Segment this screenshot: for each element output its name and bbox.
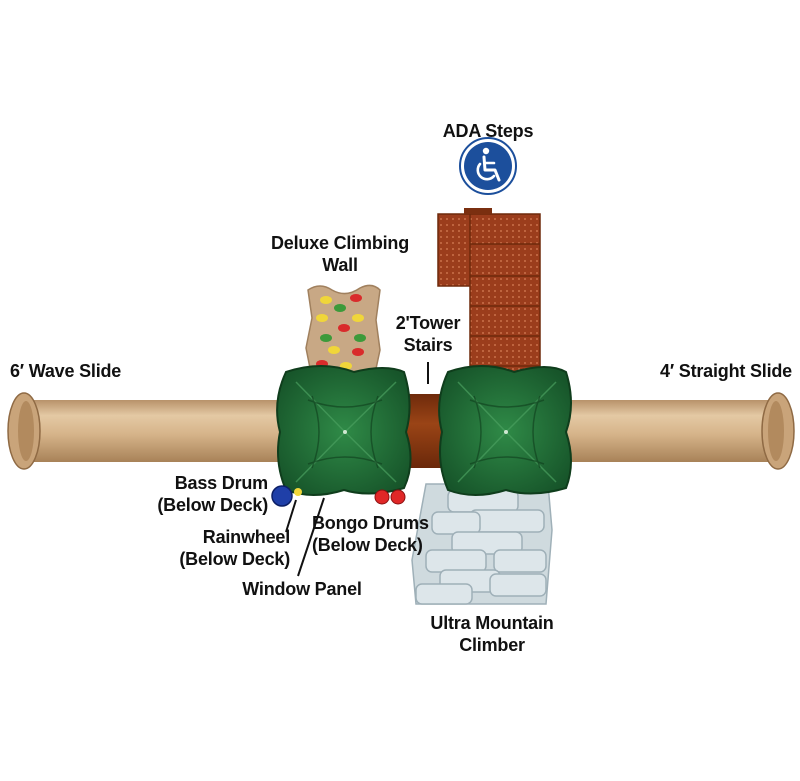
rainwheel	[294, 488, 302, 496]
wave-slide	[7, 392, 294, 470]
climbing-holds	[316, 294, 366, 370]
label-wave-slide: 6′ Wave Slide	[10, 361, 122, 381]
ada-steps	[437, 208, 541, 391]
label-ultra-mountain-climber: Ultra Mountain Climber	[430, 613, 554, 655]
label-ada-steps: ADA Steps	[442, 121, 534, 141]
bass-drum	[271, 485, 293, 507]
label-bongo-drums: Bongo Drums (Below Deck)	[312, 513, 429, 555]
leader-lines	[285, 362, 429, 577]
label-deluxe-climbing-wall: Deluxe Climbing Wall	[270, 233, 410, 275]
climbing-wall	[305, 284, 381, 379]
bongo-drums	[374, 489, 406, 505]
label-bass-drum: Bass Drum (Below Deck)	[157, 473, 268, 515]
wheelchair-icon	[459, 137, 517, 195]
right-tower-roof	[438, 365, 572, 496]
label-straight-slide: 4′ Straight Slide	[660, 361, 792, 381]
left-tower-roof	[276, 365, 412, 496]
label-rainwheel: Rainwheel (Below Deck)	[179, 527, 290, 569]
straight-slide	[540, 392, 795, 470]
label-window-panel: Window Panel	[242, 579, 362, 599]
label-tower-stairs: 2'Tower Stairs	[395, 313, 461, 355]
ultra-mountain-climber	[411, 483, 553, 605]
